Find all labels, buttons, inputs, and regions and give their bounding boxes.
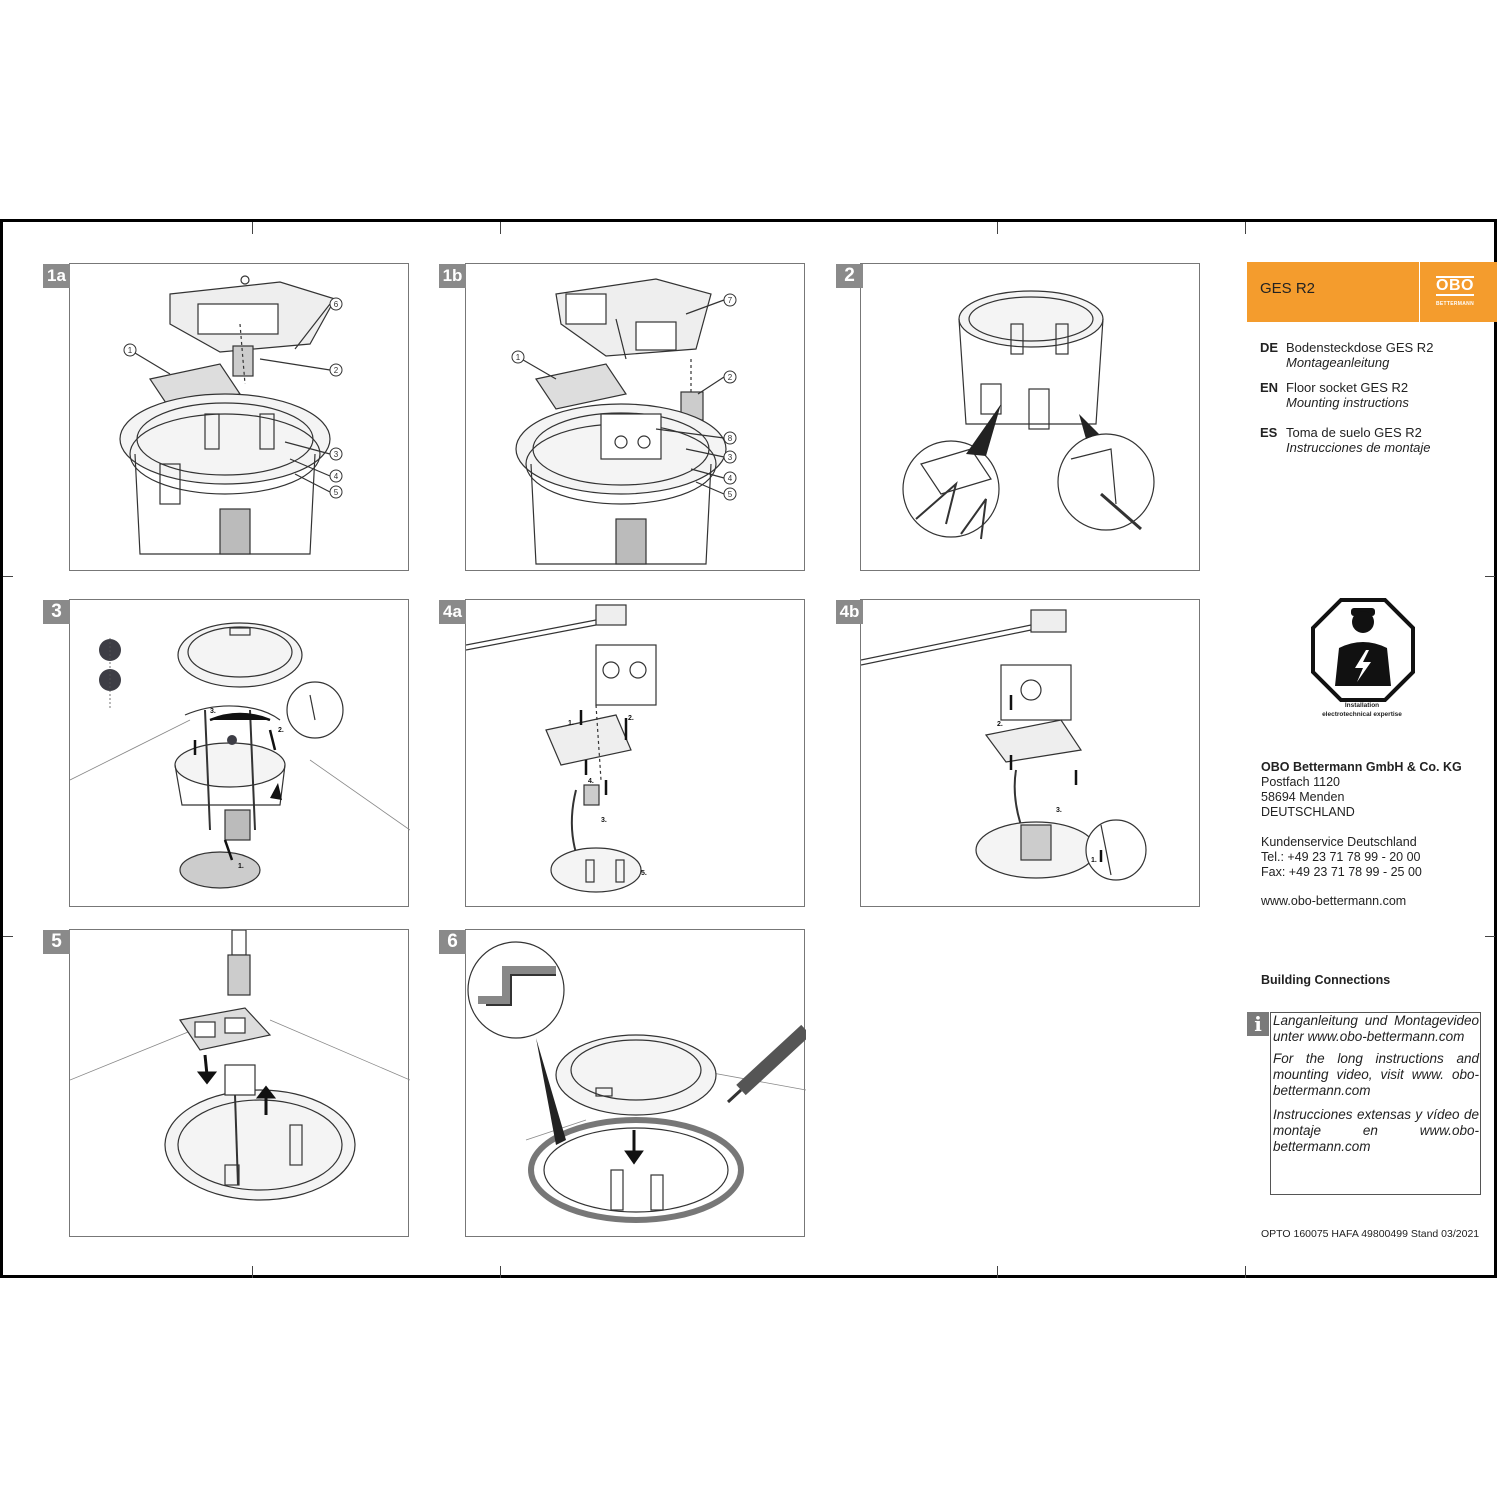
fold-mark	[1245, 1266, 1246, 1278]
insert-box-illustration: 1. 2. 3.	[70, 622, 410, 889]
electrician-octagon-icon	[1311, 598, 1415, 702]
info-text-en: For the long instructions and mounting v…	[1273, 1051, 1479, 1098]
language-subtitle: Mounting instructions	[1286, 395, 1409, 410]
socket-removal-illustration: 1. 2. 3.	[861, 609, 1147, 881]
callout-5: 5	[728, 490, 733, 499]
step-label-3: 3.	[210, 708, 216, 715]
callout-2: 2	[334, 366, 339, 375]
step-label-5: 5.	[641, 870, 647, 877]
step-badge-3: 3	[43, 600, 70, 624]
step-6-panel	[465, 929, 806, 1237]
step-3-panel: 1. 2. 3.	[69, 599, 410, 907]
step-badge-5: 5	[43, 930, 70, 954]
fold-mark	[1245, 222, 1246, 234]
step-label-2: 2.	[628, 715, 634, 722]
fold-mark	[252, 1266, 253, 1278]
step-badge-6: 6	[439, 930, 466, 954]
step-4a-panel: 1. 2. 3. 4. 5.	[465, 599, 805, 907]
step-badge-1b: 1b	[439, 264, 466, 288]
callout-4: 4	[334, 472, 339, 481]
fold-mark	[500, 1266, 501, 1278]
floor-box-exploded-illustration: 1 6 2 3 4 5	[119, 275, 343, 555]
step-label-3: 3.	[1056, 807, 1062, 814]
language-title: Floor socket GES R2	[1286, 380, 1409, 395]
step-4b-panel: 1. 2. 3.	[860, 599, 1200, 907]
warning-caption-1: Installation	[1344, 702, 1380, 709]
product-header: GES R2 OBO BETTERMANN	[1247, 262, 1497, 322]
category-label: Building Connections	[1261, 973, 1391, 987]
fold-mark	[252, 222, 253, 234]
fax-number: Fax: +49 23 71 78 99 - 25 00	[1261, 865, 1422, 879]
callout-2: 2	[728, 373, 733, 382]
step-badge-2: 2	[836, 264, 863, 288]
info-text-es: Instrucciones extensas y vídeo de montaj…	[1273, 1107, 1479, 1154]
document-footer: OPTO 160075 HAFA 49800499 Stand 03/2021	[1261, 1228, 1480, 1240]
callout-5: 5	[334, 488, 339, 497]
customer-service: Kundenservice Deutschland	[1261, 835, 1417, 849]
callout-7: 7	[728, 296, 733, 305]
language-title: Toma de suelo GES R2	[1286, 425, 1422, 440]
step-label-4: 4.	[588, 778, 594, 785]
company-po-box: Postfach 1120	[1261, 775, 1340, 789]
phone-number: Tel.: +49 23 71 78 99 - 20 00	[1261, 850, 1421, 864]
company-country: DEUTSCHLAND	[1261, 805, 1355, 819]
step-1b-panel: 1 7 2 8 3 4 5	[465, 263, 805, 571]
fold-mark	[1485, 576, 1495, 577]
step-badge-4a: 4a	[439, 600, 466, 624]
company-city: 58694 Menden	[1261, 790, 1345, 804]
callout-3: 3	[334, 450, 339, 459]
language-subtitle: Instrucciones de montaje	[1286, 440, 1431, 455]
step-2-panel	[860, 263, 1200, 571]
fold-mark	[997, 222, 998, 234]
callout-4: 4	[728, 474, 733, 483]
data-module-insert-illustration	[70, 930, 410, 1201]
fold-mark	[3, 576, 13, 577]
company-name: OBO Bettermann GmbH & Co. KG	[1261, 760, 1462, 774]
cutout-tabs-illustration	[902, 290, 1155, 540]
info-box: Langanleitung und Montagevideo unter www…	[1270, 1012, 1481, 1195]
step-label-1: 1.	[1091, 857, 1097, 864]
website-link[interactable]: www.obo-bettermann.com	[1261, 894, 1407, 908]
fold-mark	[500, 222, 501, 234]
language-subtitle: Montageanleitung	[1286, 355, 1390, 370]
fold-mark	[3, 936, 13, 937]
step-badge-4b: 4b	[836, 600, 863, 624]
callout-1: 1	[128, 346, 133, 355]
socket-insert-mounting-illustration: 1. 2. 3. 4. 5.	[466, 604, 657, 893]
step-label-1: 1.	[238, 863, 244, 870]
sealing-illustration	[467, 941, 806, 1223]
callout-3: 3	[728, 453, 733, 462]
step-badge-1a: 1a	[43, 264, 70, 288]
fold-mark	[997, 1266, 998, 1278]
fold-mark	[1485, 936, 1495, 937]
language-code: DE	[1260, 340, 1279, 355]
info-icon: i	[1247, 1012, 1269, 1036]
step-5-panel	[69, 929, 410, 1237]
step-1a-panel: 1 6 2 3 4 5	[69, 263, 409, 571]
callout-8: 8	[728, 434, 733, 443]
step-label-3: 3.	[601, 817, 607, 824]
warning-caption-2: electrotechnical expertise	[1322, 711, 1402, 718]
callout-1: 1	[516, 353, 521, 362]
logo-text: OBO	[1436, 276, 1474, 296]
info-text-de: Langanleitung und Montagevideo unter www…	[1273, 1013, 1479, 1044]
step-label-2: 2.	[278, 727, 284, 734]
step-label-2: 2.	[997, 721, 1003, 728]
floor-box-data-variant-illustration: 1 7 2 8 3 4 5	[511, 278, 737, 565]
language-code: ES	[1260, 425, 1278, 440]
product-title: GES R2	[1260, 280, 1316, 297]
obo-logo: OBO BETTERMANN	[1419, 262, 1498, 322]
language-code: EN	[1260, 380, 1279, 395]
logo-subtext: BETTERMANN	[1436, 301, 1474, 307]
callout-6: 6	[334, 300, 339, 309]
page-frame	[0, 219, 1497, 1278]
language-title: Bodensteckdose GES R2	[1286, 340, 1434, 355]
step-label-1: 1.	[568, 720, 574, 727]
